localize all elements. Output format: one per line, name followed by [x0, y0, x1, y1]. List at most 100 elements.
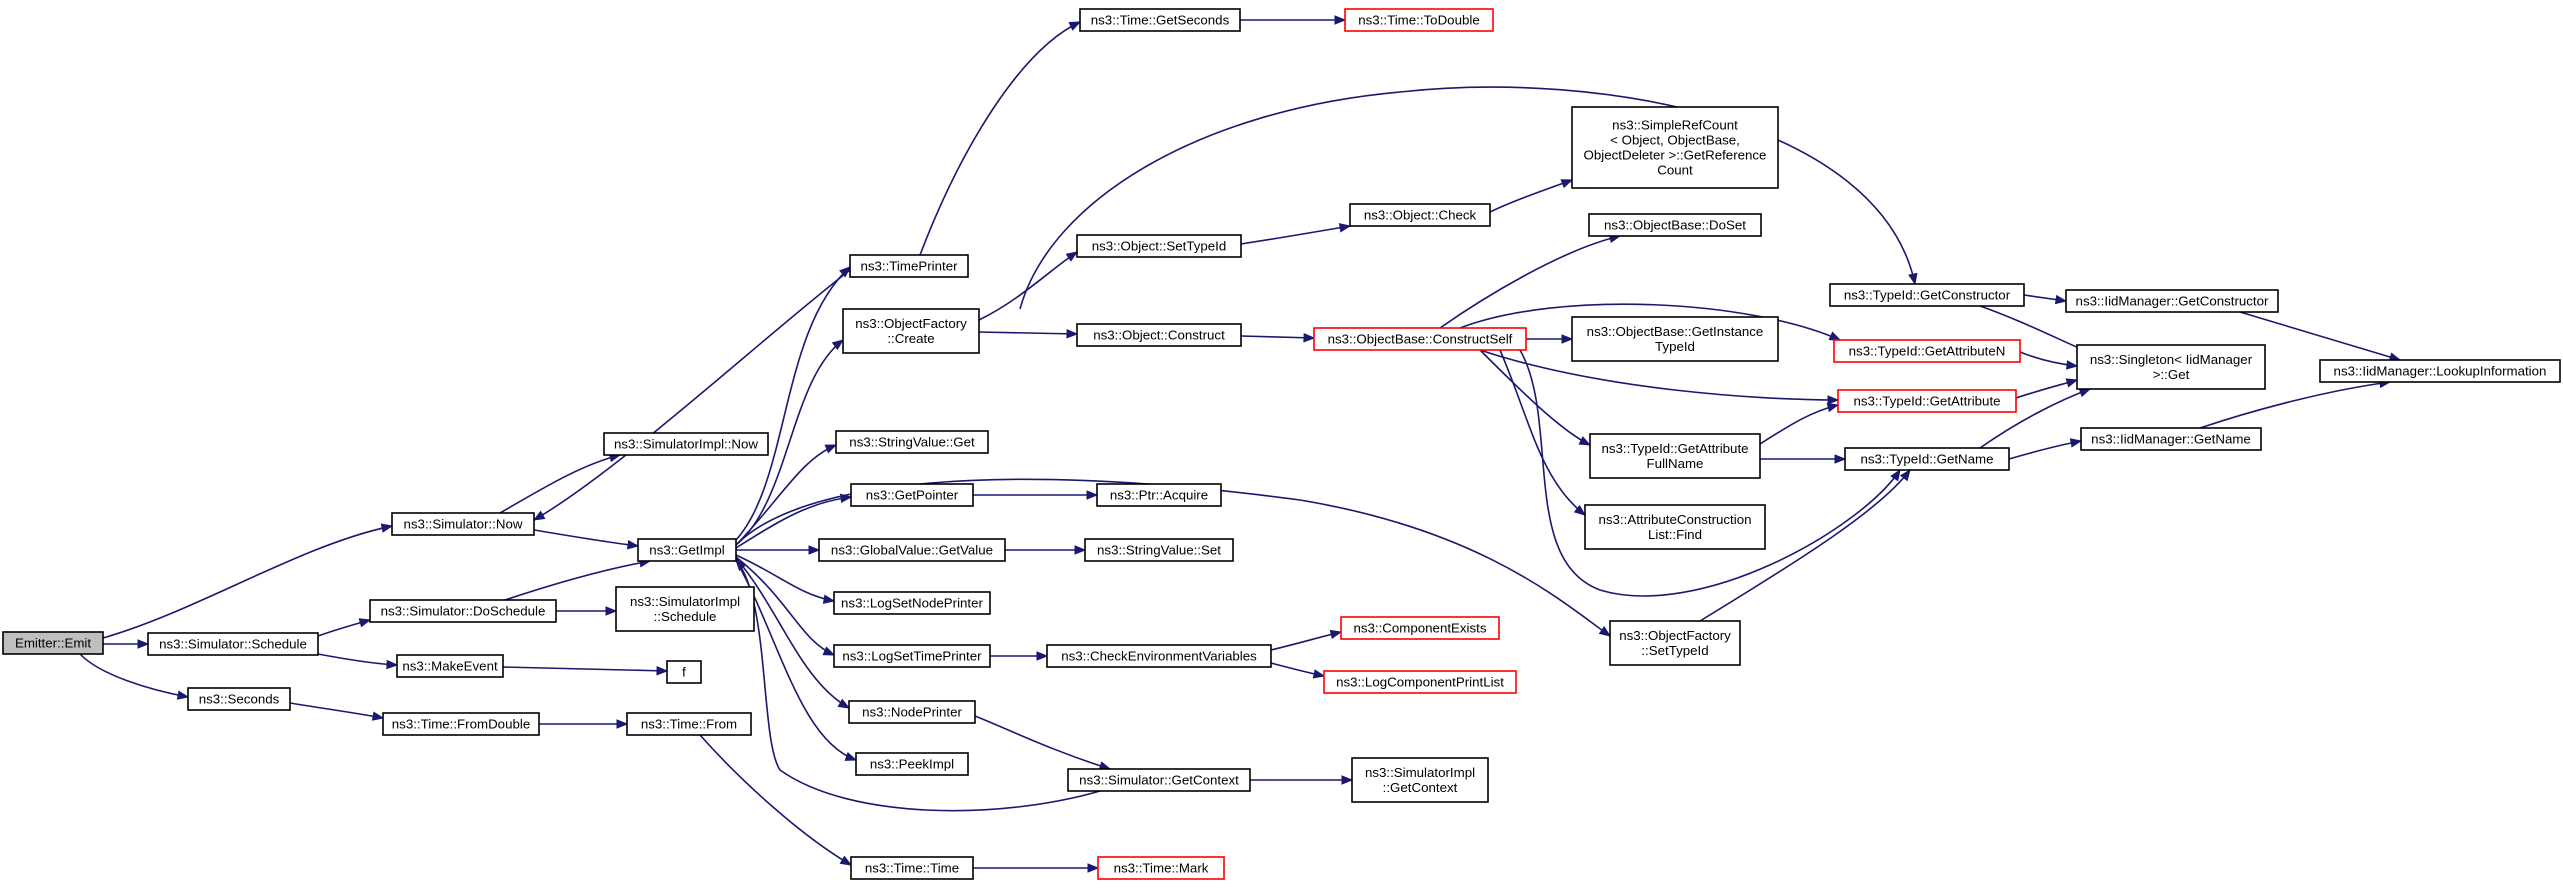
- arrow-head-icon: [1036, 651, 1049, 661]
- node-iidmanager-lookupinfo[interactable]: ns3::IidManager::LookupInformation: [2319, 359, 2561, 383]
- node-label: ns3::StringValue::Get: [849, 435, 975, 450]
- node-componentexists[interactable]: ns3::ComponentExists: [1340, 616, 1500, 640]
- arrow-head-icon: [1834, 454, 1847, 464]
- node-label: ns3::Time::From: [641, 717, 737, 732]
- node-box: [1096, 483, 1222, 507]
- edge-line: [504, 560, 651, 601]
- node-makeevent[interactable]: ns3::MakeEvent: [396, 654, 504, 678]
- edges-layer: [79, 15, 2402, 873]
- node-logsettimeprinter[interactable]: ns3::LogSetTimePrinter: [833, 644, 991, 668]
- node-simimpl-schedule[interactable]: ns3::SimulatorImpl::Schedule: [615, 586, 755, 632]
- node-sim-now[interactable]: ns3::Simulator::Now: [391, 512, 535, 536]
- node-box: [1340, 616, 1500, 640]
- edge-line: [919, 21, 1081, 256]
- node-timefrom[interactable]: ns3::Time::From: [626, 712, 752, 736]
- node-logcomponentprintlist[interactable]: ns3::LogComponentPrintList: [1323, 670, 1517, 694]
- node-box: [1344, 8, 1494, 32]
- arrow-head-icon: [386, 659, 399, 670]
- arrow-head-icon: [1065, 251, 1079, 262]
- node-objfactory-create[interactable]: ns3::ObjectFactory::Create: [842, 308, 980, 354]
- node-typeid-getattributen[interactable]: ns3::TypeId::GetAttributeN: [1833, 339, 2021, 363]
- node-fromdouble[interactable]: ns3::Time::FromDouble: [382, 712, 540, 736]
- node-sim-getcontext[interactable]: ns3::Simulator::GetContext: [1067, 768, 1251, 792]
- node-logsetnodeprinter[interactable]: ns3::LogSetNodePrinter: [833, 591, 991, 615]
- edge-objbase_constructself-to-objbase_getinstancetypeid: [1526, 334, 1574, 344]
- arrow-head-icon: [844, 752, 858, 761]
- edge-line: [735, 496, 852, 549]
- node-simimpl-getcontext[interactable]: ns3::SimulatorImpl::GetContext: [1351, 757, 1489, 803]
- node-label: ns3::Simulator::DoSchedule: [381, 604, 546, 619]
- node-object-check[interactable]: ns3::Object::Check: [1349, 203, 1491, 227]
- node-globalvalue-getvalue[interactable]: ns3::GlobalValue::GetValue: [818, 538, 1006, 562]
- node-getimpl[interactable]: ns3::GetImpl: [637, 538, 737, 562]
- edge-line: [102, 525, 393, 639]
- node-objbase-doset[interactable]: ns3::ObjectBase::DoSet: [1588, 213, 1762, 237]
- arrow-head-icon: [1074, 545, 1087, 555]
- node-box: [369, 599, 557, 623]
- node-box: [1844, 447, 2010, 471]
- node-doschedule[interactable]: ns3::Simulator::DoSchedule: [369, 599, 557, 623]
- node-timeprinter[interactable]: ns3::TimePrinter: [849, 254, 969, 278]
- arrow-head-icon: [1068, 21, 1082, 31]
- edge-typeid_getattribute-to-singleton_get: [2015, 378, 2079, 399]
- edge-time_getseconds-to-time_todouble: [1240, 15, 1347, 25]
- edge-object_construct-to-objbase_constructself: [1240, 332, 1316, 343]
- node-seconds[interactable]: ns3::Seconds: [187, 687, 291, 711]
- node-sim-schedule[interactable]: ns3::Simulator::Schedule: [147, 632, 319, 656]
- edge-line: [735, 266, 851, 541]
- edge-object_settypeid-to-object_check: [1240, 223, 1352, 245]
- node-time-mark[interactable]: ns3::Time::Mark: [1097, 856, 1225, 880]
- node-object-construct[interactable]: ns3::Object::Construct: [1076, 323, 1242, 347]
- node-iidmanager-getconstructor[interactable]: ns3::IidManager::GetConstructor: [2065, 289, 2279, 313]
- node-label: Emitter::Emit: [15, 636, 91, 651]
- node-f[interactable]: f: [666, 660, 702, 684]
- node-ptr-acquire[interactable]: ns3::Ptr::Acquire: [1096, 483, 1222, 507]
- node-label: ns3::Seconds: [199, 692, 280, 707]
- node-nodeprinter[interactable]: ns3::NodePrinter: [848, 700, 976, 724]
- arrow-head-icon: [1899, 468, 1911, 482]
- node-box: [1837, 389, 2017, 413]
- node-box: [1067, 768, 1251, 792]
- node-getpointer[interactable]: ns3::GetPointer: [850, 483, 974, 507]
- node-peekimpl[interactable]: ns3::PeekImpl: [855, 752, 969, 776]
- node-typeid-getattribute[interactable]: ns3::TypeId::GetAttribute: [1837, 389, 2017, 413]
- arrow-head-icon: [1890, 468, 1901, 482]
- node-label: ns3::PeekImpl: [870, 757, 954, 772]
- node-objfactory-settypeid[interactable]: ns3::ObjectFactory::SetTypeId: [1609, 620, 1741, 666]
- edge-emitter-to-sim_now: [102, 523, 394, 639]
- node-box: [1584, 504, 1766, 550]
- node-stringvalue-get[interactable]: ns3::StringValue::Get: [835, 430, 989, 454]
- edge-objbase_constructself-to-typeid_getname: [1519, 349, 1901, 597]
- node-stringvalue-set[interactable]: ns3::StringValue::Set: [1084, 538, 1234, 562]
- edge-makeevent-to-f: [502, 666, 669, 676]
- edge-checkenv-to-componentexists: [1270, 629, 1343, 651]
- node-time-getseconds[interactable]: ns3::Time::GetSeconds: [1079, 8, 1241, 32]
- node-box: [1349, 203, 1491, 227]
- node-typeid-getname[interactable]: ns3::TypeId::GetName: [1844, 447, 2010, 471]
- node-simplerefcount[interactable]: ns3::SimpleRefCount< Object, ObjectBase,…: [1571, 106, 1779, 189]
- node-time-time[interactable]: ns3::Time::Time: [850, 856, 974, 880]
- node-iidmanager-getname[interactable]: ns3::IidManager::GetName: [2080, 427, 2262, 451]
- node-typeid-getconstructor[interactable]: ns3::TypeId::GetConstructor: [1829, 283, 2025, 307]
- node-simimpl-now[interactable]: ns3::SimulatorImpl::Now: [603, 432, 769, 456]
- node-box: [615, 586, 755, 632]
- node-box: [637, 538, 737, 562]
- arrow-head-icon: [532, 510, 546, 521]
- edge-sim_now-to-getimpl: [533, 529, 640, 550]
- node-label: ns3::TimePrinter: [860, 259, 958, 274]
- node-objbase-constructself[interactable]: ns3::ObjectBase::ConstructSelf: [1313, 327, 1527, 351]
- arrow-head-icon: [1578, 436, 1592, 446]
- node-box: [147, 632, 319, 656]
- node-time-todouble[interactable]: ns3::Time::ToDouble: [1344, 8, 1494, 32]
- node-object-settypeid[interactable]: ns3::Object::SetTypeId: [1076, 234, 1242, 258]
- edge-sim_getcontext-to-getimpl: [735, 558, 1101, 812]
- node-checkenv[interactable]: ns3::CheckEnvironmentVariables: [1046, 644, 1272, 668]
- arrow-head-icon: [1334, 15, 1347, 25]
- node-emitter[interactable]: Emitter::Emit: [2, 631, 104, 655]
- arrow-head-icon: [1329, 629, 1343, 640]
- node-singleton-get[interactable]: ns3::Singleton< IidManager>::Get: [2076, 344, 2266, 390]
